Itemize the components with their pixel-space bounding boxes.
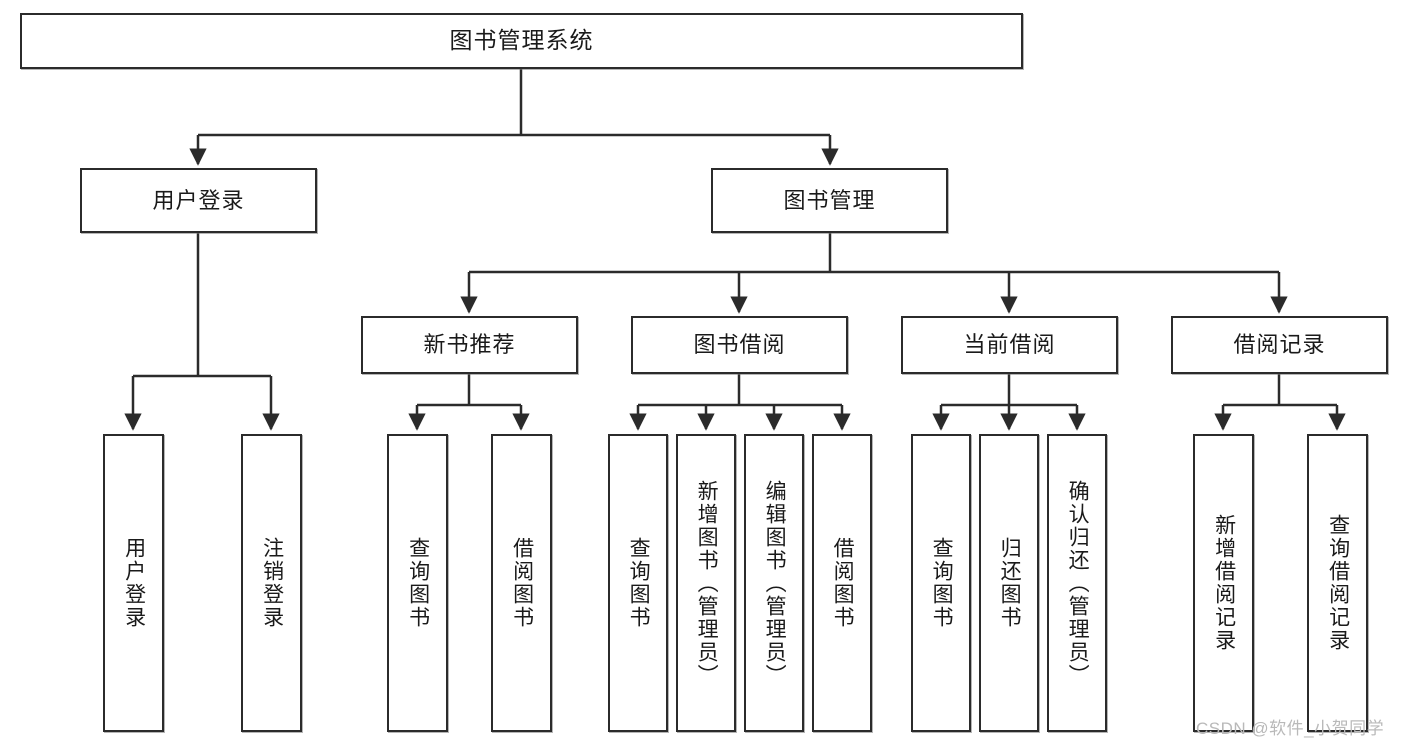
node-root-system[interactable]: 图书管理系统 (20, 13, 1023, 69)
node-book-borrow-label: 图书借阅 (693, 332, 786, 358)
leaf-borrow-edit-book-label: 编辑图书（管理员） (763, 479, 787, 687)
node-current-borrow-label: 当前借阅 (963, 332, 1056, 358)
leaf-borrow-borrow-book[interactable]: 借阅图书 (812, 434, 872, 732)
leaf-new-book-borrow[interactable]: 借阅图书 (491, 434, 552, 732)
node-book-management[interactable]: 图书管理 (711, 168, 948, 233)
node-new-book-recommend[interactable]: 新书推荐 (361, 316, 578, 374)
node-root-system-label: 图书管理系统 (449, 27, 594, 54)
leaf-user-login-signout[interactable]: 注销登录 (241, 434, 302, 732)
leaf-current-return-book-label: 归还图书 (998, 537, 1022, 629)
leaf-user-login-signin-label: 用户登录 (122, 537, 146, 629)
leaf-borrow-query-book[interactable]: 查询图书 (608, 434, 668, 732)
node-current-borrow[interactable]: 当前借阅 (901, 316, 1118, 374)
leaf-current-confirm-return-label: 确认归还（管理员） (1066, 479, 1090, 687)
leaf-records-query-record-label: 查询借阅记录 (1326, 514, 1350, 652)
leaf-borrow-query-book-label: 查询图书 (627, 537, 651, 629)
leaf-current-query-book[interactable]: 查询图书 (911, 434, 971, 732)
leaf-user-login-signin[interactable]: 用户登录 (103, 434, 164, 732)
leaf-current-return-book[interactable]: 归还图书 (979, 434, 1039, 732)
leaf-new-book-query[interactable]: 查询图书 (387, 434, 448, 732)
node-user-login[interactable]: 用户登录 (80, 168, 317, 233)
node-borrow-records-label: 借阅记录 (1233, 332, 1326, 358)
csdn-watermark: CSDN @软件_小贺同学 (1196, 719, 1385, 738)
node-user-login-label: 用户登录 (152, 187, 245, 213)
leaf-new-book-borrow-label: 借阅图书 (510, 537, 534, 629)
leaf-borrow-borrow-book-label: 借阅图书 (831, 537, 855, 629)
leaf-borrow-add-book[interactable]: 新增图书（管理员） (676, 434, 736, 732)
node-new-book-recommend-label: 新书推荐 (423, 332, 516, 358)
leaf-new-book-query-label: 查询图书 (406, 537, 430, 629)
leaf-current-query-book-label: 查询图书 (930, 537, 954, 629)
node-book-borrow[interactable]: 图书借阅 (631, 316, 848, 374)
leaf-borrow-edit-book[interactable]: 编辑图书（管理员） (744, 434, 804, 732)
leaf-records-add-record[interactable]: 新增借阅记录 (1193, 434, 1254, 732)
leaf-current-confirm-return[interactable]: 确认归还（管理员） (1047, 434, 1107, 732)
leaf-records-query-record[interactable]: 查询借阅记录 (1307, 434, 1368, 732)
node-book-management-label: 图书管理 (783, 187, 876, 213)
leaf-records-add-record-label: 新增借阅记录 (1212, 514, 1236, 652)
leaf-user-login-signout-label: 注销登录 (260, 537, 284, 629)
leaf-borrow-add-book-label: 新增图书（管理员） (695, 479, 719, 687)
node-borrow-records[interactable]: 借阅记录 (1171, 316, 1388, 374)
